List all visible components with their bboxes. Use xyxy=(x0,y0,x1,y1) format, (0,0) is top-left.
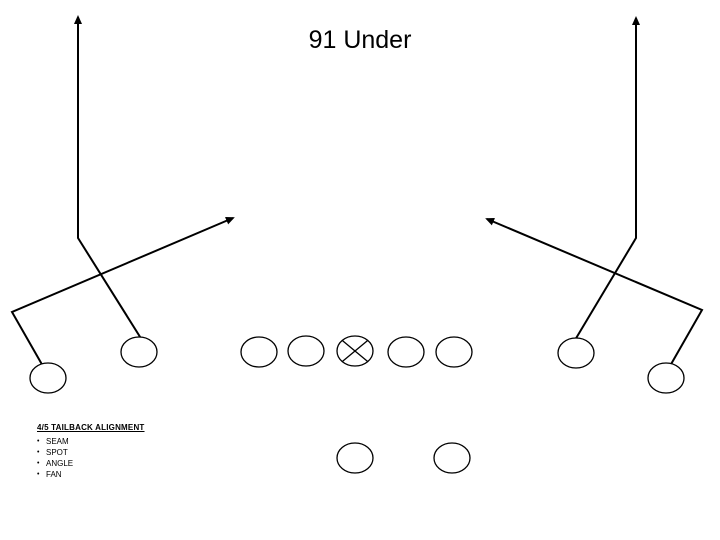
route-slot-right-seam xyxy=(574,16,640,341)
note-label: ANGLE xyxy=(46,459,74,468)
route-split-end-left-cross xyxy=(10,217,235,369)
note-item: • FAN xyxy=(37,469,145,480)
player-tailback-right xyxy=(433,442,471,474)
route-split-end-right-cross xyxy=(485,218,704,367)
player-split-end-left xyxy=(29,362,67,394)
bullet-icon: • xyxy=(37,438,40,445)
bullet-icon: • xyxy=(37,449,40,456)
player-circle xyxy=(240,336,278,368)
player-circle xyxy=(29,362,67,394)
player-circle xyxy=(336,442,374,474)
player-center xyxy=(336,335,374,367)
routes-layer xyxy=(10,15,704,369)
note-item: • ANGLE xyxy=(37,458,145,469)
player-left-guard xyxy=(287,335,325,367)
player-circle xyxy=(557,337,595,369)
player-circle xyxy=(287,335,325,367)
player-left-tackle xyxy=(240,336,278,368)
tailback-alignment-notes: 4/5 TAILBACK ALIGNMENT •SEAM•SPOT•ANGLE•… xyxy=(37,423,145,480)
player-right-guard xyxy=(387,336,425,368)
player-circle xyxy=(120,336,158,368)
player-circle xyxy=(435,336,473,368)
note-label: FAN xyxy=(46,470,62,479)
notes-list: • SEAM • SPOT • ANGLE • FAN xyxy=(37,436,145,480)
player-right-tackle xyxy=(435,336,473,368)
player-circle xyxy=(433,442,471,474)
bullet-icon: • xyxy=(37,471,40,478)
player-slot-left xyxy=(120,336,158,368)
bullet-icon: • xyxy=(37,460,40,467)
player-circle xyxy=(647,362,685,394)
note-label: SEAM xyxy=(46,437,69,446)
note-label: SPOT xyxy=(46,448,68,457)
player-slot-right xyxy=(557,337,595,369)
note-item: • SEAM xyxy=(37,436,145,447)
center-x-mark xyxy=(341,339,369,363)
route-slot-left-seam xyxy=(74,15,143,341)
players-layer xyxy=(29,335,685,474)
player-tailback-left xyxy=(336,442,374,474)
slide-title: 91 Under xyxy=(308,26,412,54)
player-split-end-right xyxy=(647,362,685,394)
note-item: • SPOT xyxy=(37,447,145,458)
notes-heading: 4/5 TAILBACK ALIGNMENT xyxy=(37,423,145,432)
player-circle xyxy=(387,336,425,368)
